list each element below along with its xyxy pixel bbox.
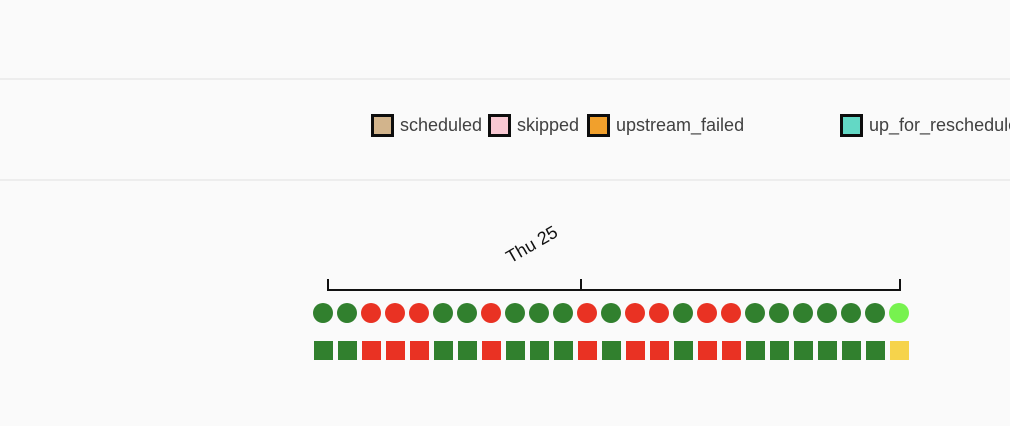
task-instance-status-square[interactable] <box>458 341 477 360</box>
dag-run-status-circle[interactable] <box>673 303 693 323</box>
dag-run-status-circle[interactable] <box>577 303 597 323</box>
dag-run-status-circle[interactable] <box>409 303 429 323</box>
task-instance-status-square[interactable] <box>602 341 621 360</box>
task-instance-status-square[interactable] <box>362 341 381 360</box>
dag-run-status-circle[interactable] <box>625 303 645 323</box>
task-instance-status-square[interactable] <box>746 341 765 360</box>
legend-item-scheduled: scheduled <box>371 113 482 137</box>
dag-run-status-circle[interactable] <box>433 303 453 323</box>
dag-run-status-circle[interactable] <box>793 303 813 323</box>
task-instance-status-square[interactable] <box>794 341 813 360</box>
task-instance-row <box>314 341 909 360</box>
time-axis-tick <box>899 279 901 291</box>
dag-run-status-circle[interactable] <box>697 303 717 323</box>
dag-run-status-circle[interactable] <box>361 303 381 323</box>
up-for-reschedule-swatch-icon <box>840 113 863 137</box>
task-instance-status-square[interactable] <box>770 341 789 360</box>
task-instance-status-square[interactable] <box>338 341 357 360</box>
dag-run-status-circle[interactable] <box>385 303 405 323</box>
task-instance-status-square[interactable] <box>818 341 837 360</box>
time-axis-tick-label: Thu 25 <box>502 221 562 268</box>
dag-run-status-circle[interactable] <box>745 303 765 323</box>
legend-label: skipped <box>517 115 580 135</box>
dag-run-status-circle[interactable] <box>865 303 885 323</box>
task-instance-status-square[interactable] <box>866 341 885 360</box>
task-instance-status-square[interactable] <box>386 341 405 360</box>
dag-run-status-circle[interactable] <box>841 303 861 323</box>
task-instance-status-square[interactable] <box>410 341 429 360</box>
task-instance-status-square[interactable] <box>314 341 333 360</box>
dag-run-status-circle[interactable] <box>817 303 837 323</box>
task-instance-status-square[interactable] <box>674 341 693 360</box>
dag-run-row <box>313 303 909 323</box>
task-instance-status-square[interactable] <box>506 341 525 360</box>
task-instance-status-square[interactable] <box>530 341 549 360</box>
dag-run-status-circle[interactable] <box>649 303 669 323</box>
dag-run-status-circle[interactable] <box>601 303 621 323</box>
legend-divider <box>0 179 1010 181</box>
time-axis-tick <box>580 279 582 291</box>
task-instance-status-square[interactable] <box>650 341 669 360</box>
legend-item-upstream-failed: upstream_failed <box>587 113 744 137</box>
task-instance-status-square[interactable] <box>578 341 597 360</box>
task-instance-status-square[interactable] <box>842 341 861 360</box>
dag-run-status-circle[interactable] <box>457 303 477 323</box>
task-instance-status-square[interactable] <box>626 341 645 360</box>
task-instance-status-square[interactable] <box>890 341 909 360</box>
legend-label: up_for_reschedule <box>869 115 1010 135</box>
legend-label: upstream_failed <box>616 115 745 135</box>
dag-run-status-circle[interactable] <box>889 303 909 323</box>
dag-run-status-circle[interactable] <box>481 303 501 323</box>
task-instance-status-square[interactable] <box>482 341 501 360</box>
scheduled-swatch-icon <box>371 113 394 137</box>
dag-run-status-circle[interactable] <box>313 303 333 323</box>
legend-item-skipped: skipped <box>488 113 579 137</box>
dag-run-status-circle[interactable] <box>505 303 525 323</box>
upstream-failed-swatch-icon <box>587 113 610 137</box>
time-axis-tick <box>327 279 329 291</box>
dag-run-status-circle[interactable] <box>721 303 741 323</box>
task-instance-status-square[interactable] <box>698 341 717 360</box>
task-instance-status-square[interactable] <box>434 341 453 360</box>
time-axis-line <box>327 289 901 291</box>
top-divider <box>0 78 1010 80</box>
dag-run-status-circle[interactable] <box>337 303 357 323</box>
task-instance-status-square[interactable] <box>554 341 573 360</box>
dag-run-status-circle[interactable] <box>769 303 789 323</box>
legend-item-up-for-reschedule: up_for_reschedule <box>840 113 1010 137</box>
legend-label: scheduled <box>400 115 483 135</box>
dag-run-status-circle[interactable] <box>553 303 573 323</box>
task-instance-status-square[interactable] <box>722 341 741 360</box>
dag-run-status-circle[interactable] <box>529 303 549 323</box>
skipped-swatch-icon <box>488 113 511 137</box>
